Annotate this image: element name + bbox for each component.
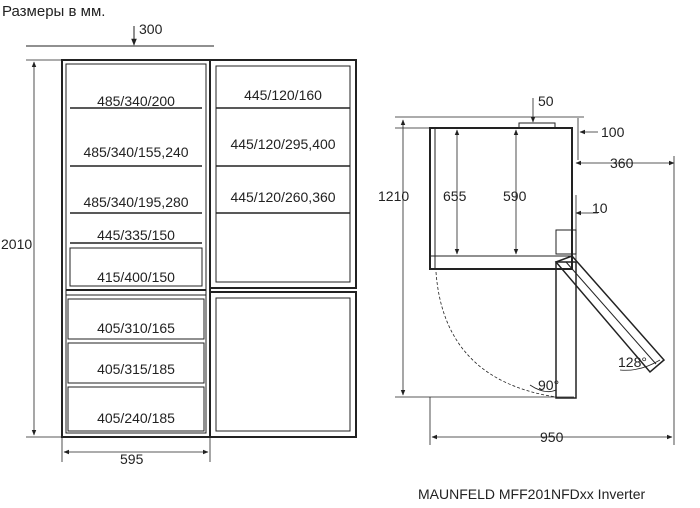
dim-300-label: 300: [139, 21, 163, 37]
shelf-label: 415/400/150: [97, 269, 175, 285]
fridge-door-open: [209, 59, 357, 289]
model-name: MAUNFELD MFF201NFDxx Inverter: [418, 486, 646, 502]
dim-655-label: 655: [443, 188, 467, 204]
dim-950-label: 950: [540, 429, 564, 445]
angle-90-arc: [529, 384, 557, 393]
angle-128-label: 128°: [618, 354, 647, 370]
freezer-door-inner: [215, 297, 351, 432]
dim-10-label: 10: [592, 200, 608, 216]
shelf-label: 485/340/195,280: [83, 194, 189, 210]
dim-2010-label: 2010: [1, 236, 33, 252]
shelf-label: 485/340/200: [97, 93, 175, 109]
dim-50-label: 50: [538, 93, 554, 109]
dim-360-label: 360: [610, 155, 634, 171]
fridge-door-inner: [215, 65, 351, 283]
front-view: [26, 26, 357, 462]
freezer-door-open: [209, 291, 357, 438]
door-shelf-label: 445/120/160: [244, 87, 322, 103]
freezer-drawer: [67, 342, 205, 384]
door-handle: [555, 229, 577, 255]
dim-590-label: 590: [503, 188, 527, 204]
units-note: Размеры в мм.: [2, 3, 106, 20]
drawer-label: 405/310/165: [97, 320, 175, 336]
door-shelf-label: 445/120/295,400: [230, 136, 336, 152]
door-open-128-inner: [565, 261, 657, 365]
door-shelf-label: 445/120/260,360: [230, 189, 336, 205]
fridge-inner-left: [65, 63, 207, 434]
angle-90-label: 90°: [538, 377, 560, 393]
angle-128-arc: [619, 359, 661, 371]
drawer-label: 405/240/185: [97, 410, 175, 426]
door-swing-arc: [435, 271, 557, 398]
drawer-label: 405/315/185: [97, 361, 175, 377]
dim-100-label: 100: [601, 124, 625, 140]
shelf-label: 485/340/155,240: [83, 144, 189, 160]
freezer-drawer: [67, 298, 205, 340]
shelf-label: 445/335/150: [97, 227, 175, 243]
dim-1210-label: 1210: [378, 188, 410, 204]
freezer-front: [429, 255, 573, 270]
freezer-drawer: [67, 386, 205, 432]
crisper-drawer: [69, 247, 203, 287]
side-view: [395, 98, 675, 445]
dim-595-label: 595: [120, 451, 144, 467]
door-open-128: [554, 255, 666, 374]
